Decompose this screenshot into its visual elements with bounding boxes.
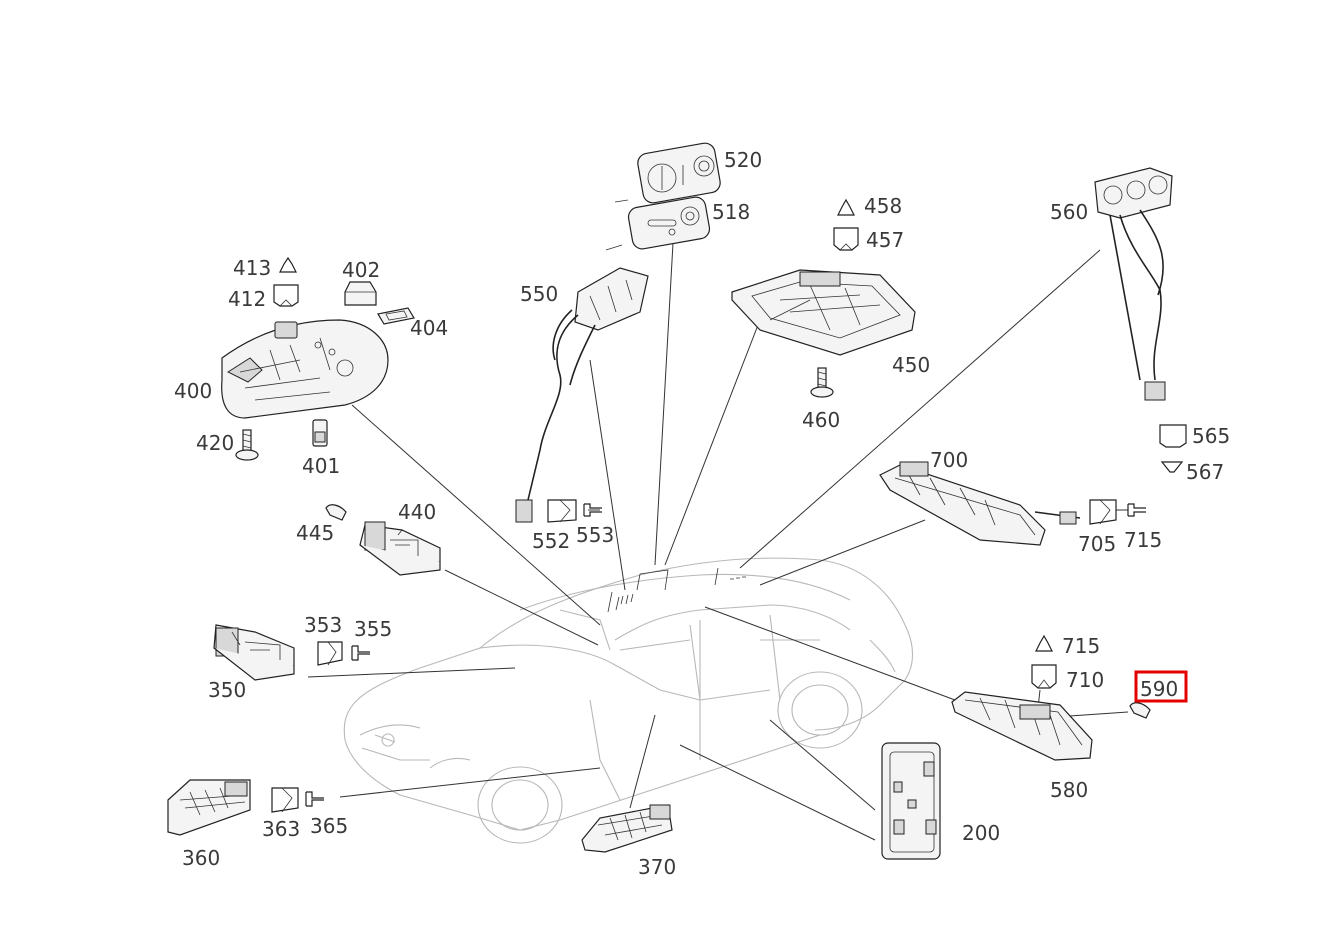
label-518[interactable]: 518 [712,200,750,224]
part-550-switch-harness[interactable] [515,267,649,523]
label-365[interactable]: 365 [310,814,348,838]
label-404[interactable]: 404 [410,316,448,340]
part-401-bulb[interactable] [312,419,328,447]
label-590[interactable]: 590 [1140,677,1178,701]
part-365-bulb-icon[interactable] [305,791,324,807]
part-460-screw[interactable] [810,367,834,398]
part-715-bulb-icon-upper[interactable] [1127,503,1146,517]
label-710[interactable]: 710 [1066,668,1104,692]
part-363-socket-icon[interactable] [271,787,299,813]
roof-marker-left [607,591,634,613]
part-440-lamp[interactable] [359,521,441,576]
part-labels: 520 518 550 458 457 450 460 560 565 567 … [174,148,1230,879]
label-715-lower[interactable]: 715 [1062,634,1100,658]
label-360[interactable]: 360 [182,846,220,870]
part-350-lamp[interactable] [213,624,295,681]
roof-marker-right [714,567,746,586]
part-567-bulb-icon[interactable] [1160,461,1184,473]
part-370-lamp[interactable] [581,804,673,853]
leader-lines [307,242,1129,841]
label-458[interactable]: 458 [864,194,902,218]
part-445-bulb-icon[interactable] [325,504,347,521]
highlight-box-590 [1134,670,1188,703]
label-457[interactable]: 457 [866,228,904,252]
part-715-bulb-icon-lower[interactable] [1035,634,1053,652]
part-565-socket-icon[interactable] [1159,424,1187,448]
part-355-bulb-icon[interactable] [351,645,370,661]
part-200-panel[interactable] [881,742,941,860]
part-413-bulb-icon[interactable] [279,256,297,273]
label-460[interactable]: 460 [802,408,840,432]
label-401[interactable]: 401 [302,454,340,478]
label-445[interactable]: 445 [296,521,334,545]
part-404-lens[interactable] [377,307,415,325]
part-705-socket-icon[interactable] [1089,499,1117,525]
label-700[interactable]: 700 [930,448,968,472]
label-567[interactable]: 567 [1186,460,1224,484]
part-580-lamp[interactable] [951,691,1093,761]
label-560[interactable]: 560 [1050,200,1088,224]
part-552-socket-icon[interactable] [547,499,577,523]
part-402-cover[interactable] [344,281,377,306]
label-200[interactable]: 200 [962,821,1000,845]
part-518-switch[interactable] [605,196,711,251]
part-412-socket-icon[interactable] [273,284,299,307]
label-580[interactable]: 580 [1050,778,1088,802]
part-520-switch[interactable] [636,142,721,205]
part-590-bulb-icon[interactable] [1129,702,1151,719]
part-457-socket-icon[interactable] [833,227,859,251]
part-553-bulb-icon[interactable] [583,503,602,517]
label-450[interactable]: 450 [892,353,930,377]
part-710-socket-icon[interactable] [1031,664,1057,689]
label-440[interactable]: 440 [398,500,436,524]
label-520[interactable]: 520 [724,148,762,172]
label-552[interactable]: 552 [532,529,570,553]
part-360-lamp[interactable] [167,779,251,836]
part-700-lamp[interactable] [879,461,1081,546]
label-412[interactable]: 412 [228,287,266,311]
label-420[interactable]: 420 [196,431,234,455]
car-outline [343,557,914,844]
part-420-screw[interactable] [235,429,259,461]
label-550[interactable]: 550 [520,282,558,306]
label-402[interactable]: 402 [342,258,380,282]
label-353[interactable]: 353 [304,613,342,637]
label-363[interactable]: 363 [262,817,300,841]
part-400-overhead-console[interactable] [221,319,389,419]
label-400[interactable]: 400 [174,379,212,403]
label-355[interactable]: 355 [354,617,392,641]
label-565[interactable]: 565 [1192,424,1230,448]
part-458-bulb-icon[interactable] [837,198,855,216]
label-413[interactable]: 413 [233,256,271,280]
label-370[interactable]: 370 [638,855,676,879]
part-450-rear-console[interactable] [731,269,916,356]
part-353-socket-icon[interactable] [317,641,343,666]
label-715-upper[interactable]: 715 [1124,528,1162,552]
roof-marker-mid [636,569,669,591]
part-560-switch-harness[interactable] [1094,167,1173,401]
label-705[interactable]: 705 [1078,532,1116,556]
label-350[interactable]: 350 [208,678,246,702]
label-553[interactable]: 553 [576,523,614,547]
